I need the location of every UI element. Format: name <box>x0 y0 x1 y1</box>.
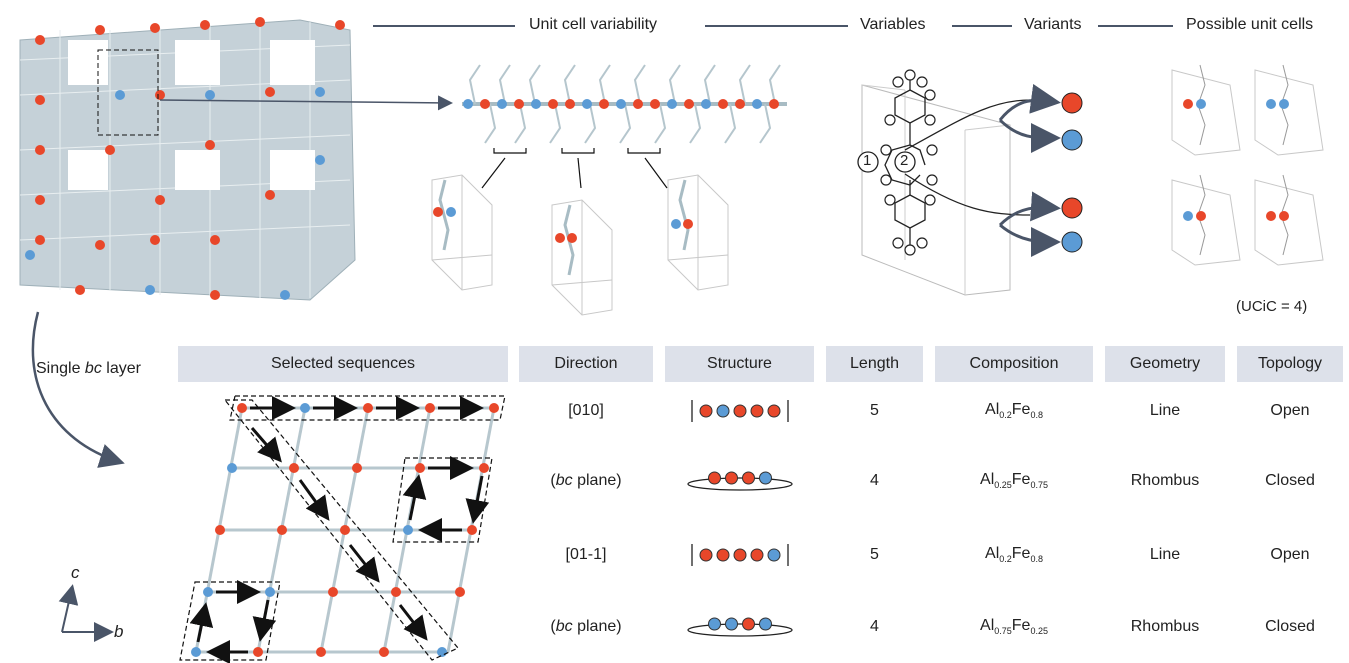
topology-cell: Open <box>1270 402 1310 419</box>
header-variants: Variants <box>1024 16 1082 33</box>
structure-sequence <box>690 400 789 422</box>
blue-site <box>716 404 729 418</box>
variant-blue-1 <box>1061 129 1083 151</box>
red-site <box>750 548 763 562</box>
geometry-cell: Rhombus <box>1130 618 1200 635</box>
structure-cell <box>665 466 814 496</box>
geometry-cell: Rhombus <box>1130 472 1200 489</box>
axes-indicator <box>58 584 114 642</box>
variant-blue-2 <box>1061 231 1083 253</box>
composition-cell: Al0.25Fe0.75 <box>980 471 1048 491</box>
structure-loop <box>686 623 793 637</box>
site-label-1: 1 <box>863 152 872 169</box>
structure-cell <box>665 612 814 642</box>
red-site <box>741 471 755 485</box>
axis-c-label: c <box>71 563 80 582</box>
possible-unit-cells <box>1171 69 1324 266</box>
red-site <box>733 404 746 418</box>
blue-site <box>724 617 738 631</box>
blue-site <box>758 471 772 485</box>
structure-cell <box>665 396 814 426</box>
col-header-geometry: Geometry <box>1105 346 1225 382</box>
structure-sequence <box>686 617 793 637</box>
header-variables: Variables <box>860 16 926 33</box>
red-site <box>750 404 763 418</box>
variant-arrows <box>998 83 1061 257</box>
geometry-cell: Line <box>1149 546 1181 563</box>
small-cell-linkers <box>438 179 690 276</box>
structure-sequence <box>690 544 789 566</box>
mof-framework-image <box>19 17 356 301</box>
composition-cell: Al0.2Fe0.8 <box>985 545 1043 565</box>
small-unit-cells <box>431 174 729 316</box>
down-arrow <box>31 311 125 468</box>
variant-red-1 <box>1061 92 1083 114</box>
bc-grid-nodes <box>191 403 499 657</box>
red-site <box>733 548 746 562</box>
length-cell: 4 <box>870 472 879 489</box>
linear-chain <box>462 64 787 189</box>
structure-sequence <box>686 471 793 491</box>
header-unit-cell-variability: Unit cell variability <box>529 16 658 33</box>
direction-cell: [010] <box>568 402 604 419</box>
ucic-note: (UCiC = 4) <box>1236 298 1308 315</box>
site-label-2: 2 <box>900 152 909 169</box>
length-cell: 5 <box>870 546 879 563</box>
red-site <box>699 548 712 562</box>
variables-linker <box>857 69 1031 296</box>
length-cell: 4 <box>870 618 879 635</box>
geometry-cell: Line <box>1149 402 1181 419</box>
blue-site <box>707 617 721 631</box>
structure-cell <box>665 540 814 570</box>
composition-cell: Al0.75Fe0.25 <box>980 617 1048 637</box>
blue-site <box>758 617 772 631</box>
col-header-length: Length <box>826 346 923 382</box>
direction-cell: (bc plane) <box>550 472 622 489</box>
sequence-arrows <box>189 396 490 663</box>
red-site <box>741 617 755 631</box>
variant-red-2 <box>1061 197 1083 219</box>
topology-cell: Closed <box>1265 472 1315 489</box>
red-site <box>724 471 738 485</box>
col-header-composition: Composition <box>935 346 1093 382</box>
structure-loop <box>686 477 793 491</box>
length-cell: 5 <box>870 402 879 419</box>
red-site <box>699 404 712 418</box>
col-header-direction: Direction <box>519 346 653 382</box>
direction-cell: [01-1] <box>565 546 607 563</box>
header-possible-unit-cells: Possible unit cells <box>1186 16 1314 33</box>
red-site <box>707 471 721 485</box>
layer-label: Single bc layer <box>36 360 141 377</box>
col-header-selected-sequences: Selected sequences <box>178 346 508 382</box>
red-site <box>767 404 780 418</box>
direction-cell: (bc plane) <box>550 618 622 635</box>
topology-cell: Open <box>1270 546 1310 563</box>
axis-b-label: b <box>114 622 124 641</box>
red-site <box>716 548 729 562</box>
col-header-structure: Structure <box>665 346 814 382</box>
col-header-topology: Topology <box>1237 346 1343 382</box>
composition-cell: Al0.2Fe0.8 <box>985 401 1043 421</box>
topology-cell: Closed <box>1265 618 1315 635</box>
blue-site <box>767 548 780 562</box>
zoom-arrow <box>159 95 453 111</box>
